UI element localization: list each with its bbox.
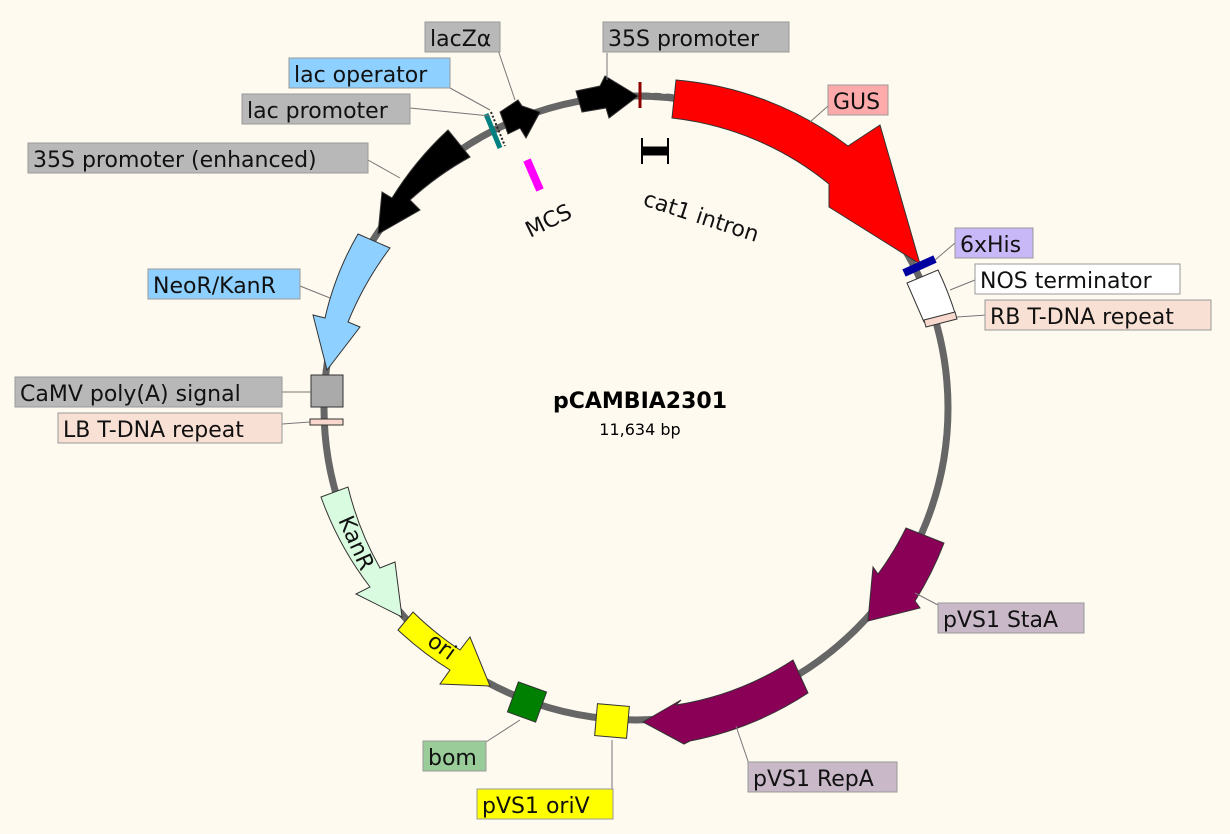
label-box-his bbox=[954, 227, 1034, 259]
repa-feature bbox=[641, 659, 809, 745]
label-nos: NOS terminator bbox=[980, 269, 1153, 294]
leader-gus bbox=[809, 105, 829, 123]
leader-nos bbox=[949, 279, 976, 291]
label-polya: CaMV poly(A) signal bbox=[20, 382, 241, 407]
label-box-bom bbox=[422, 740, 487, 772]
label-box-oriv bbox=[476, 788, 614, 820]
leader-bom bbox=[485, 719, 521, 743]
lacz-feature bbox=[499, 99, 541, 140]
ori-feature bbox=[397, 611, 491, 687]
leader-his bbox=[934, 242, 956, 261]
label-box-s35-top bbox=[602, 21, 790, 53]
lb-repeat-feature bbox=[309, 418, 344, 426]
label-box-lac-operator bbox=[288, 57, 451, 89]
label-box-gus bbox=[827, 84, 889, 116]
rb-repeat-feature bbox=[923, 311, 958, 328]
label-box-stab bbox=[937, 602, 1085, 634]
plasmid-length: 11,634 bp bbox=[599, 420, 680, 439]
label-box-lacz bbox=[424, 21, 501, 53]
neo-feature bbox=[312, 233, 391, 372]
label-oriv: pVS1 oriV bbox=[482, 794, 590, 819]
label-box-nos bbox=[974, 263, 1181, 295]
leader-lb bbox=[281, 421, 311, 425]
oriv-feature bbox=[594, 703, 630, 739]
bom-feature bbox=[506, 681, 548, 723]
label-lacz: lacZα bbox=[430, 27, 491, 52]
his-tag-feature bbox=[902, 255, 937, 277]
cat1-intron-feature bbox=[641, 138, 669, 164]
leader-lac-promoter bbox=[409, 107, 491, 117]
label-lb: LB T-DNA repeat bbox=[63, 418, 244, 443]
leader-lacz bbox=[497, 49, 516, 101]
cat1-intron-arc bbox=[641, 92, 677, 102]
stab-feature bbox=[867, 527, 945, 622]
s35-enh-feature bbox=[377, 129, 471, 235]
label-box-lac-promoter bbox=[241, 93, 411, 125]
polya-feature bbox=[310, 374, 344, 408]
label-kanr-inner: KanR bbox=[333, 512, 379, 574]
label-stab: pVS1 StaA bbox=[943, 608, 1058, 633]
kanr-feature bbox=[320, 486, 403, 618]
mcs-feature bbox=[523, 158, 544, 192]
leader-rb bbox=[956, 314, 988, 318]
label-gus: GUS bbox=[833, 90, 880, 115]
label-cat1: cat1 intron bbox=[640, 187, 762, 248]
leader-neo bbox=[299, 285, 331, 299]
label-s35-top: 35S promoter bbox=[608, 27, 760, 52]
label-mcs: MCS bbox=[522, 200, 576, 244]
label-his: 6xHis bbox=[960, 233, 1021, 258]
label-box-polya bbox=[14, 376, 283, 408]
leader-lac-operator bbox=[449, 87, 491, 111]
label-box-neo bbox=[147, 268, 301, 300]
label-repa: pVS1 RepA bbox=[753, 767, 874, 792]
plasmid-name: pCAMBIA2301 bbox=[553, 389, 727, 414]
leader-stab bbox=[914, 592, 939, 606]
label-lac-promoter: lac promoter bbox=[247, 99, 389, 124]
label-box-lb bbox=[57, 412, 283, 444]
label-lac-operator: lac operator bbox=[294, 63, 428, 88]
label-box-rb bbox=[984, 299, 1212, 331]
leader-repa bbox=[735, 725, 751, 768]
label-bom: bom bbox=[428, 746, 477, 771]
label-rb: RB T-DNA repeat bbox=[990, 305, 1174, 330]
lac-promoter-feature bbox=[483, 113, 503, 149]
label-box-s35-enh bbox=[27, 142, 369, 174]
leader-s35-enh bbox=[367, 159, 401, 179]
label-neo: NeoR/KanR bbox=[153, 274, 276, 299]
label-s35-enh: 35S promoter (enhanced) bbox=[33, 148, 317, 173]
s35-top-feature bbox=[575, 75, 639, 119]
label-box-repa bbox=[747, 761, 898, 793]
